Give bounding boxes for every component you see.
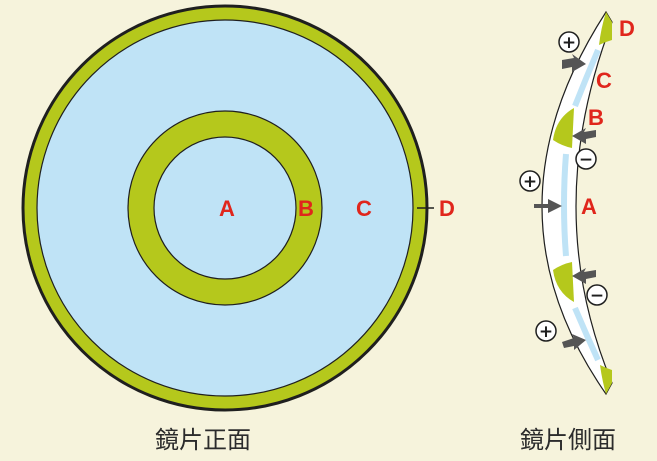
minus-sign-bottom: − [586, 284, 608, 306]
side-zone-c-bottom [572, 306, 601, 362]
arrow-a-icon [534, 199, 562, 213]
zone-a-center [153, 136, 297, 280]
side-arrows [534, 54, 596, 350]
front-label-c: C [356, 196, 372, 221]
svg-text:−: − [590, 286, 604, 306]
arrow-c-top-icon [562, 54, 586, 72]
lens-front-view: A B C D [21, 4, 455, 412]
arrow-c-bottom-icon [562, 334, 586, 350]
arrow-b-top-icon [572, 128, 596, 144]
front-label-d: D [439, 196, 455, 221]
side-zone-d-top [599, 12, 612, 45]
front-view-caption: 鏡片正面 [155, 426, 251, 454]
side-zone-b-bottom [553, 262, 574, 302]
plus-sign-middle: + [519, 170, 541, 192]
svg-text:−: − [579, 150, 593, 170]
side-zone-a [561, 153, 569, 257]
svg-text:+: + [523, 172, 537, 192]
svg-text:+: + [539, 322, 553, 342]
side-label-a: A [581, 194, 597, 219]
front-label-b: B [298, 196, 314, 221]
side-zone-d-bottom [600, 365, 612, 394]
side-zone-b-top [553, 108, 574, 148]
arrow-b-bottom-icon [572, 268, 596, 284]
plus-sign-bottom: + [535, 320, 557, 342]
plus-sign-top: + [558, 31, 580, 53]
side-zone-c-top [572, 48, 601, 108]
side-label-c: C [596, 68, 612, 93]
svg-text:+: + [562, 33, 576, 53]
side-view-caption: 鏡片側面 [520, 426, 616, 454]
side-label-b: B [588, 105, 604, 130]
front-label-a: A [219, 196, 235, 221]
side-label-d: D [619, 16, 635, 41]
lens-side-view: D C B A + + + − − [519, 10, 635, 396]
minus-sign-top: − [575, 148, 597, 170]
